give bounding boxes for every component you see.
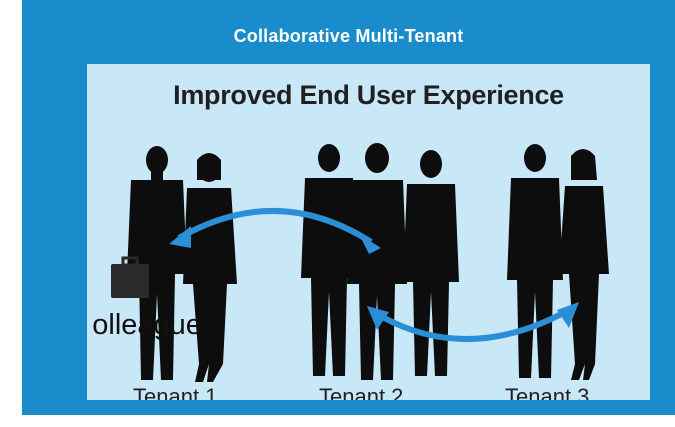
overlay-caption: olleague.: [92, 309, 210, 341]
experience-panel: Improved End User Experience: [87, 64, 650, 400]
briefcase-icon: [111, 256, 149, 298]
person-silhouette: [183, 153, 237, 382]
collaboration-arrow: [367, 302, 579, 343]
tenant-3-label: Tenant 3: [505, 384, 590, 400]
frame-title: Collaborative Multi-Tenant: [233, 26, 464, 46]
people-illustration: [111, 143, 609, 382]
tenant-2-label: Tenant 2: [319, 384, 404, 400]
person-silhouette: [403, 150, 459, 376]
tenant-1-label: Tenant 1: [133, 384, 218, 400]
collaboration-arrow: [169, 207, 381, 254]
person-silhouette: [507, 144, 563, 378]
person-silhouette: [127, 146, 187, 380]
person-silhouette: [347, 143, 407, 380]
panel-heading: Improved End User Experience: [173, 80, 564, 110]
person-silhouette: [559, 149, 609, 380]
